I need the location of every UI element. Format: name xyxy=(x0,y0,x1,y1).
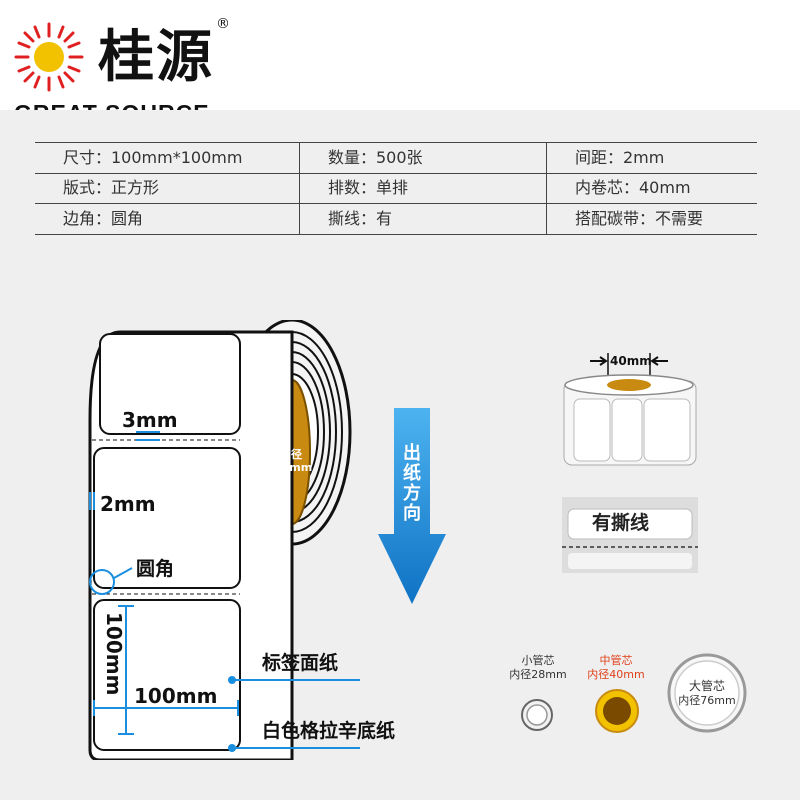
medium-core-icon xyxy=(595,689,639,733)
gap-top-label: 3mm xyxy=(122,408,178,432)
width-label: 100mm xyxy=(134,684,218,708)
small-core-name: 小管芯 xyxy=(521,654,555,667)
small-core-icon xyxy=(521,699,553,731)
spec-row: 边角：圆角 撕线：有 搭配碳带：不需要 xyxy=(35,204,757,235)
spec-row: 尺寸：100mm*100mm 数量：500张 间距：2mm xyxy=(35,142,757,174)
spec-tear: 撕线：有 xyxy=(300,204,547,234)
large-core-name: 大管芯 xyxy=(688,679,725,693)
small-core-size: 内径28mm xyxy=(509,668,567,681)
small-roll-icon xyxy=(563,353,697,466)
large-core-size: 内径76mm xyxy=(678,694,736,707)
sun-icon xyxy=(14,22,84,92)
backing-paper-label: 白色格拉辛底纸 xyxy=(262,720,396,742)
core-diameter-label: 内径40mm xyxy=(274,448,313,474)
spec-quantity: 数量：500张 xyxy=(300,143,547,173)
gap-side-label: 2mm xyxy=(100,492,156,516)
registered-mark: ® xyxy=(216,16,230,32)
spec-size: 尺寸：100mm*100mm xyxy=(35,143,300,173)
spec-corner: 边角：圆角 xyxy=(35,204,300,234)
tear-line-illustration xyxy=(562,497,698,573)
spec-ribbon: 搭配碳带：不需要 xyxy=(575,209,704,228)
core-width-label: 40mm xyxy=(610,354,652,368)
height-label: 100mm xyxy=(102,612,126,696)
face-paper-label: 标签面纸 xyxy=(262,652,339,674)
spec-spacing: 间距：2mm xyxy=(575,148,665,167)
medium-core-name: 中管芯 xyxy=(599,654,633,667)
spec-row: 版式：正方形 排数：单排 内卷芯：40mm xyxy=(35,173,757,204)
spec-core: 内卷芯：40mm xyxy=(575,178,691,197)
feed-direction-label: 出纸方向 xyxy=(403,443,421,524)
tear-line-label: 有撕线 xyxy=(592,512,650,534)
feed-direction-arrow-icon xyxy=(378,408,446,604)
spec-rows: 排数：单排 xyxy=(300,173,547,203)
spec-layout: 版式：正方形 xyxy=(35,173,300,203)
label-roll-diagram xyxy=(88,320,360,760)
medium-core-size: 内径40mm xyxy=(587,668,645,681)
large-core-icon xyxy=(667,653,747,733)
brand-name-cn: 桂源 xyxy=(98,25,214,90)
corner-label: 圆角 xyxy=(136,558,175,580)
